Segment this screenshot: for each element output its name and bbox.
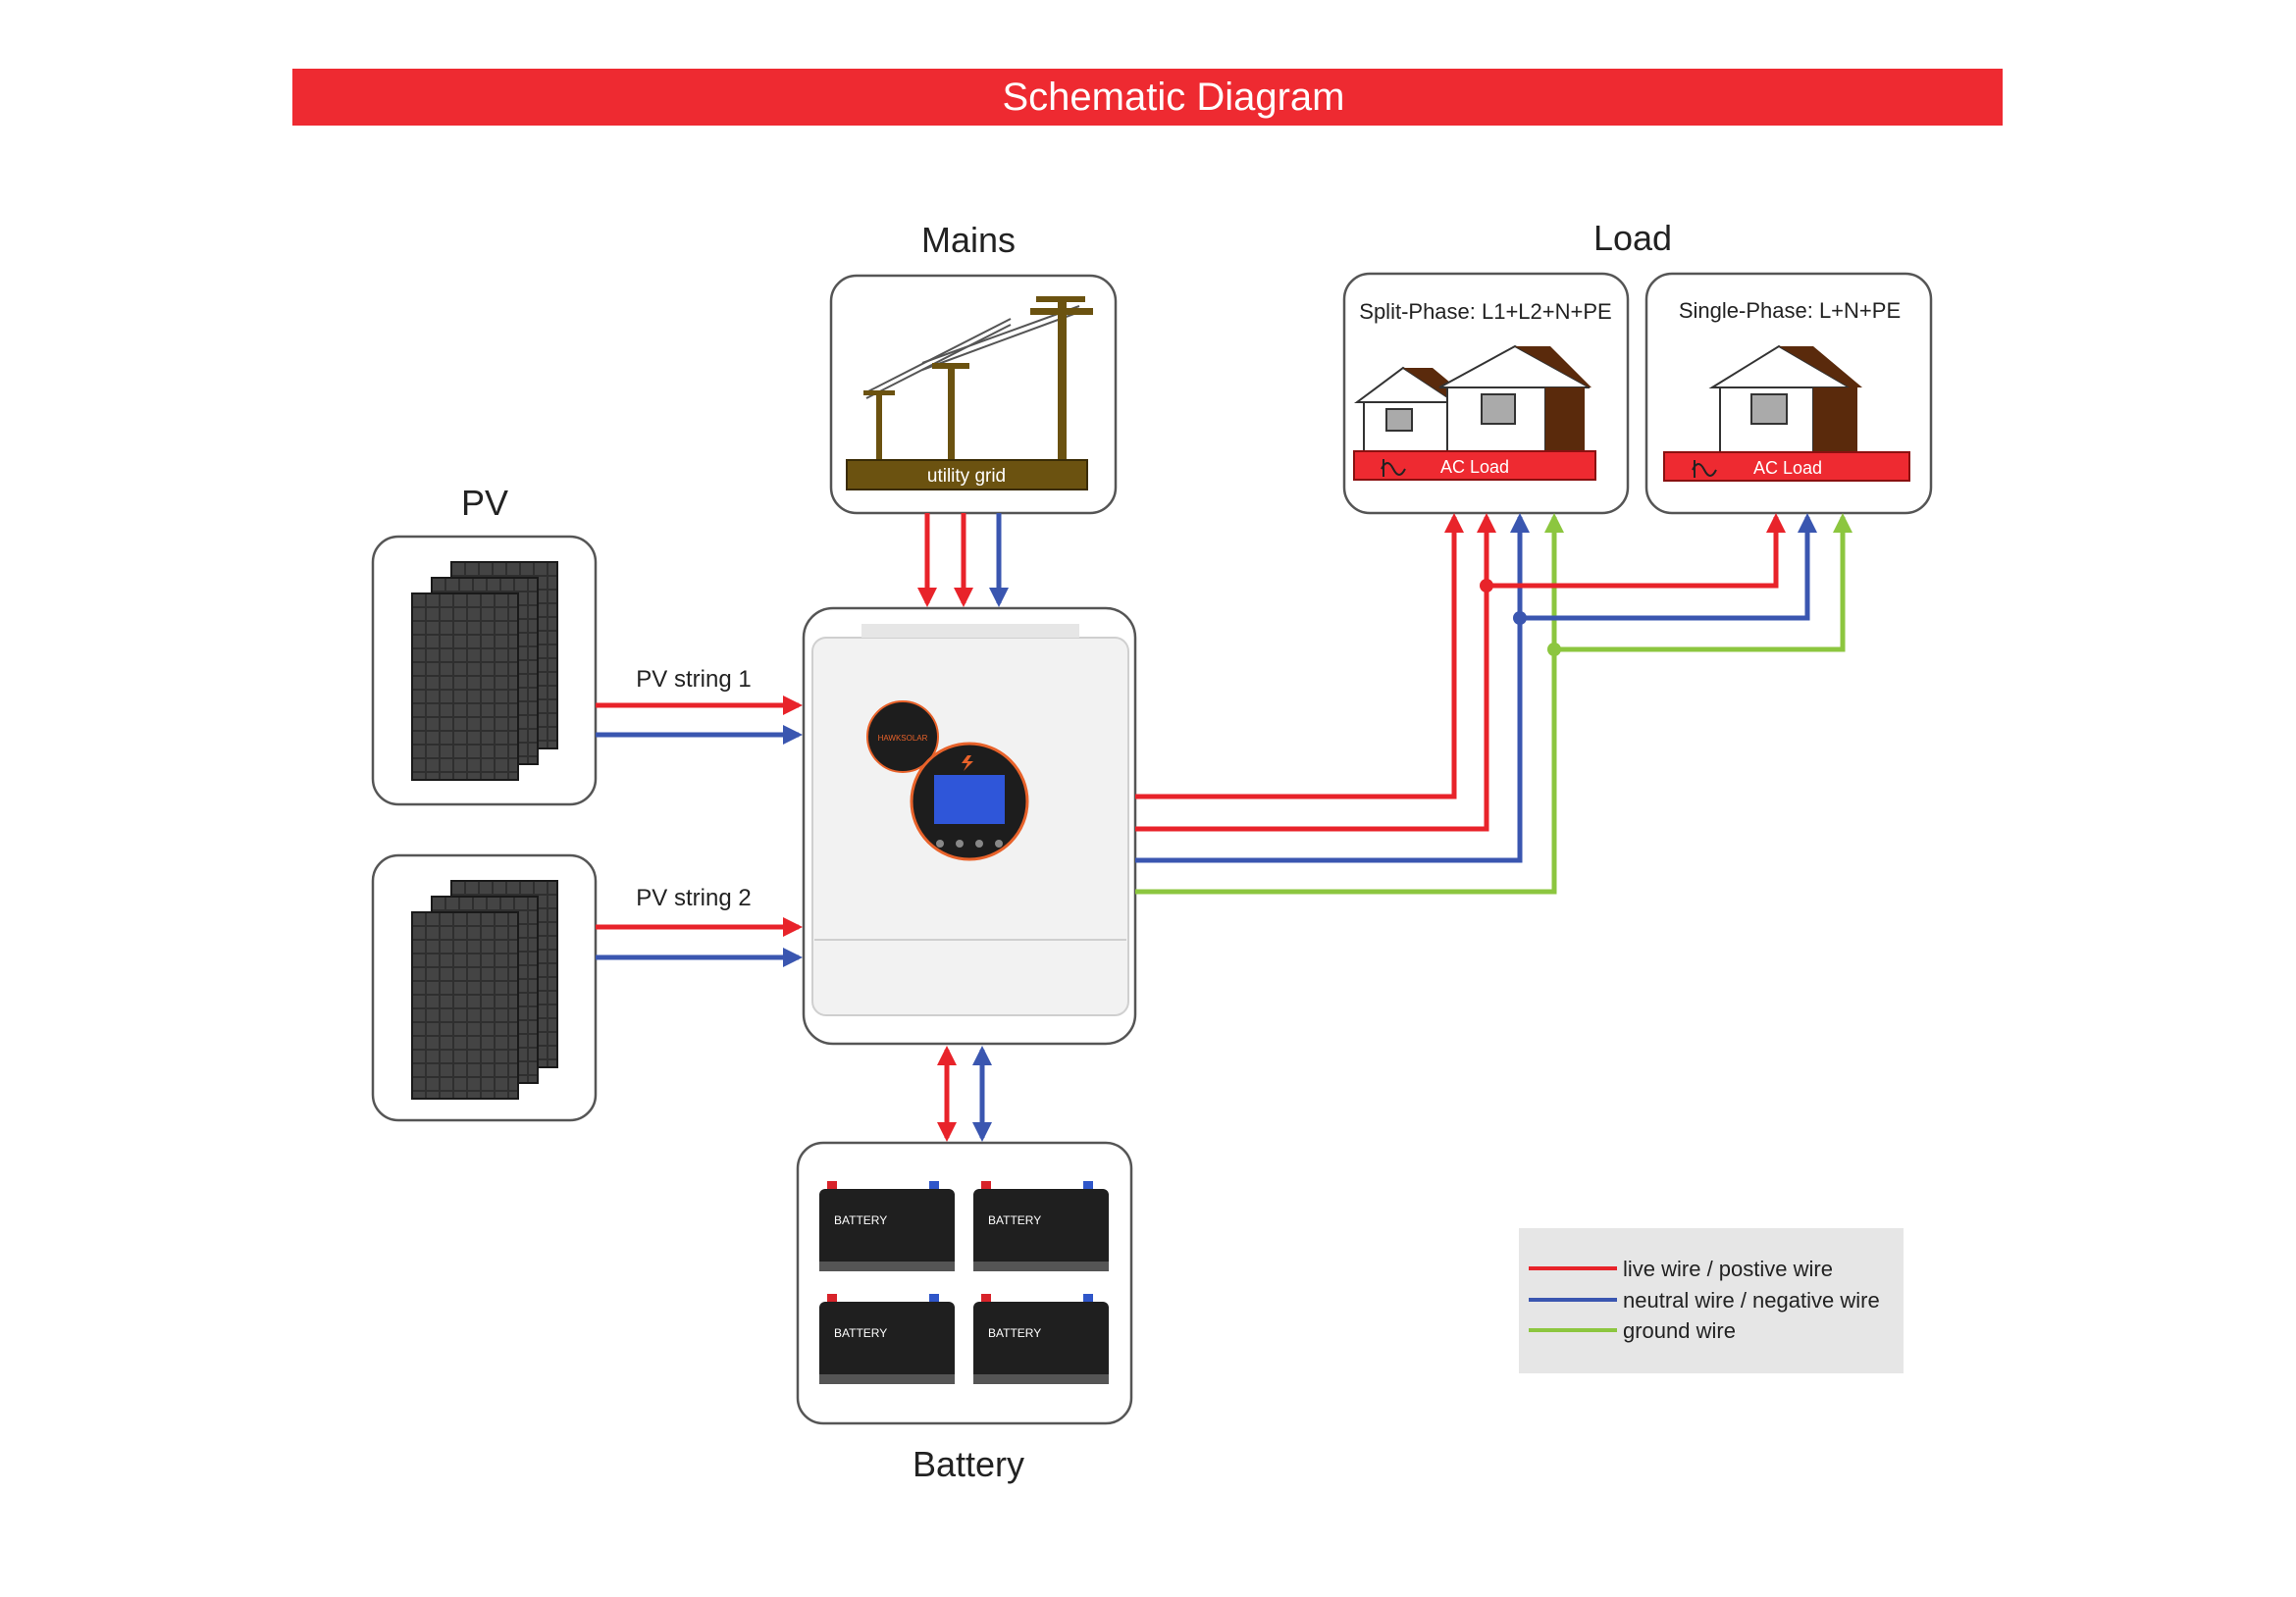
power-pole-icon [863,296,1093,461]
split-phase-load-box: Split-Phase: L1+L2+N+PE AC Load [1342,272,1630,515]
battery-unit-label: BATTERY [988,1326,1041,1340]
solar-panel-icon [411,880,558,1100]
inverter-box: HAWKSOLAR [802,606,1137,1046]
single-phase-label: Single-Phase: L+N+PE [1679,298,1901,323]
ac-wave-icon [1692,463,1717,477]
utility-grid-label: utility grid [927,466,1006,487]
battery-icon: BATTERY [819,1181,955,1271]
single-phase-neutral-wire [1520,513,1817,621]
single-phase-live-wire [1487,513,1786,589]
pv-string-2-label: PV string 2 [636,885,751,911]
ac-load-label: AC Load [1440,457,1509,477]
ac-load-bar [1353,450,1596,481]
single-phase-ground-wire [1554,513,1852,652]
lightning-icon [962,755,973,771]
inverter-button [975,840,983,848]
battery-section-label: Battery [913,1444,1024,1484]
legend: live wire / postive wire neutral wire / … [1519,1228,1904,1373]
pv-array-box-2 [371,853,598,1122]
title-bar [292,69,2003,126]
battery-unit-label: BATTERY [988,1213,1041,1227]
junction-dot [1513,611,1527,625]
junction-dot [1547,643,1561,656]
battery-unit-label: BATTERY [834,1213,887,1227]
load-neutral-wire [1135,513,1530,863]
battery-unit-label: BATTERY [834,1326,887,1340]
single-phase-load-box: Single-Phase: L+N+PE AC Load [1644,272,1933,515]
load-l1-wire [1135,513,1464,799]
load-l2-wire [1135,513,1496,832]
pv-array-box-1 [371,535,598,806]
inverter-logo-disc [866,700,939,773]
pv-string-1-label: PV string 1 [636,666,751,693]
battery-icon: BATTERY [819,1294,955,1384]
legend-label-neutral: neutral wire / negative wire [1623,1288,1880,1313]
ac-wave-icon [1381,462,1406,476]
solar-panel-icon [411,561,558,781]
load-ground-wire [1135,513,1564,895]
utility-grid-bar [846,459,1088,490]
legend-label-ground: ground wire [1623,1318,1736,1343]
page-title: Schematic Diagram [1002,76,1344,119]
pv-label: PV [461,483,508,523]
inverter-button [936,840,944,848]
house-icon [1708,344,1862,454]
ac-load-bar [1663,451,1910,482]
battery-icon: BATTERY [973,1181,1109,1271]
junction-dot [1480,579,1493,592]
ac-load-label: AC Load [1753,458,1822,478]
inverter-brand: HAWKSOLAR [878,734,928,743]
inverter-button [956,840,964,848]
mains-box: utility grid [829,274,1118,515]
inverter-button [995,840,1003,848]
inverter-lcd-screen [934,775,1005,824]
battery-icon: BATTERY [973,1294,1109,1384]
battery-box: BATTERY BATTERY BATTERY BATTERY [796,1141,1133,1425]
split-phase-label: Split-Phase: L1+L2+N+PE [1359,299,1611,324]
legend-label-live: live wire / postive wire [1623,1257,1833,1281]
load-label: Load [1593,218,1672,258]
house-icon [1353,344,1592,454]
mains-label: Mains [921,220,1016,260]
